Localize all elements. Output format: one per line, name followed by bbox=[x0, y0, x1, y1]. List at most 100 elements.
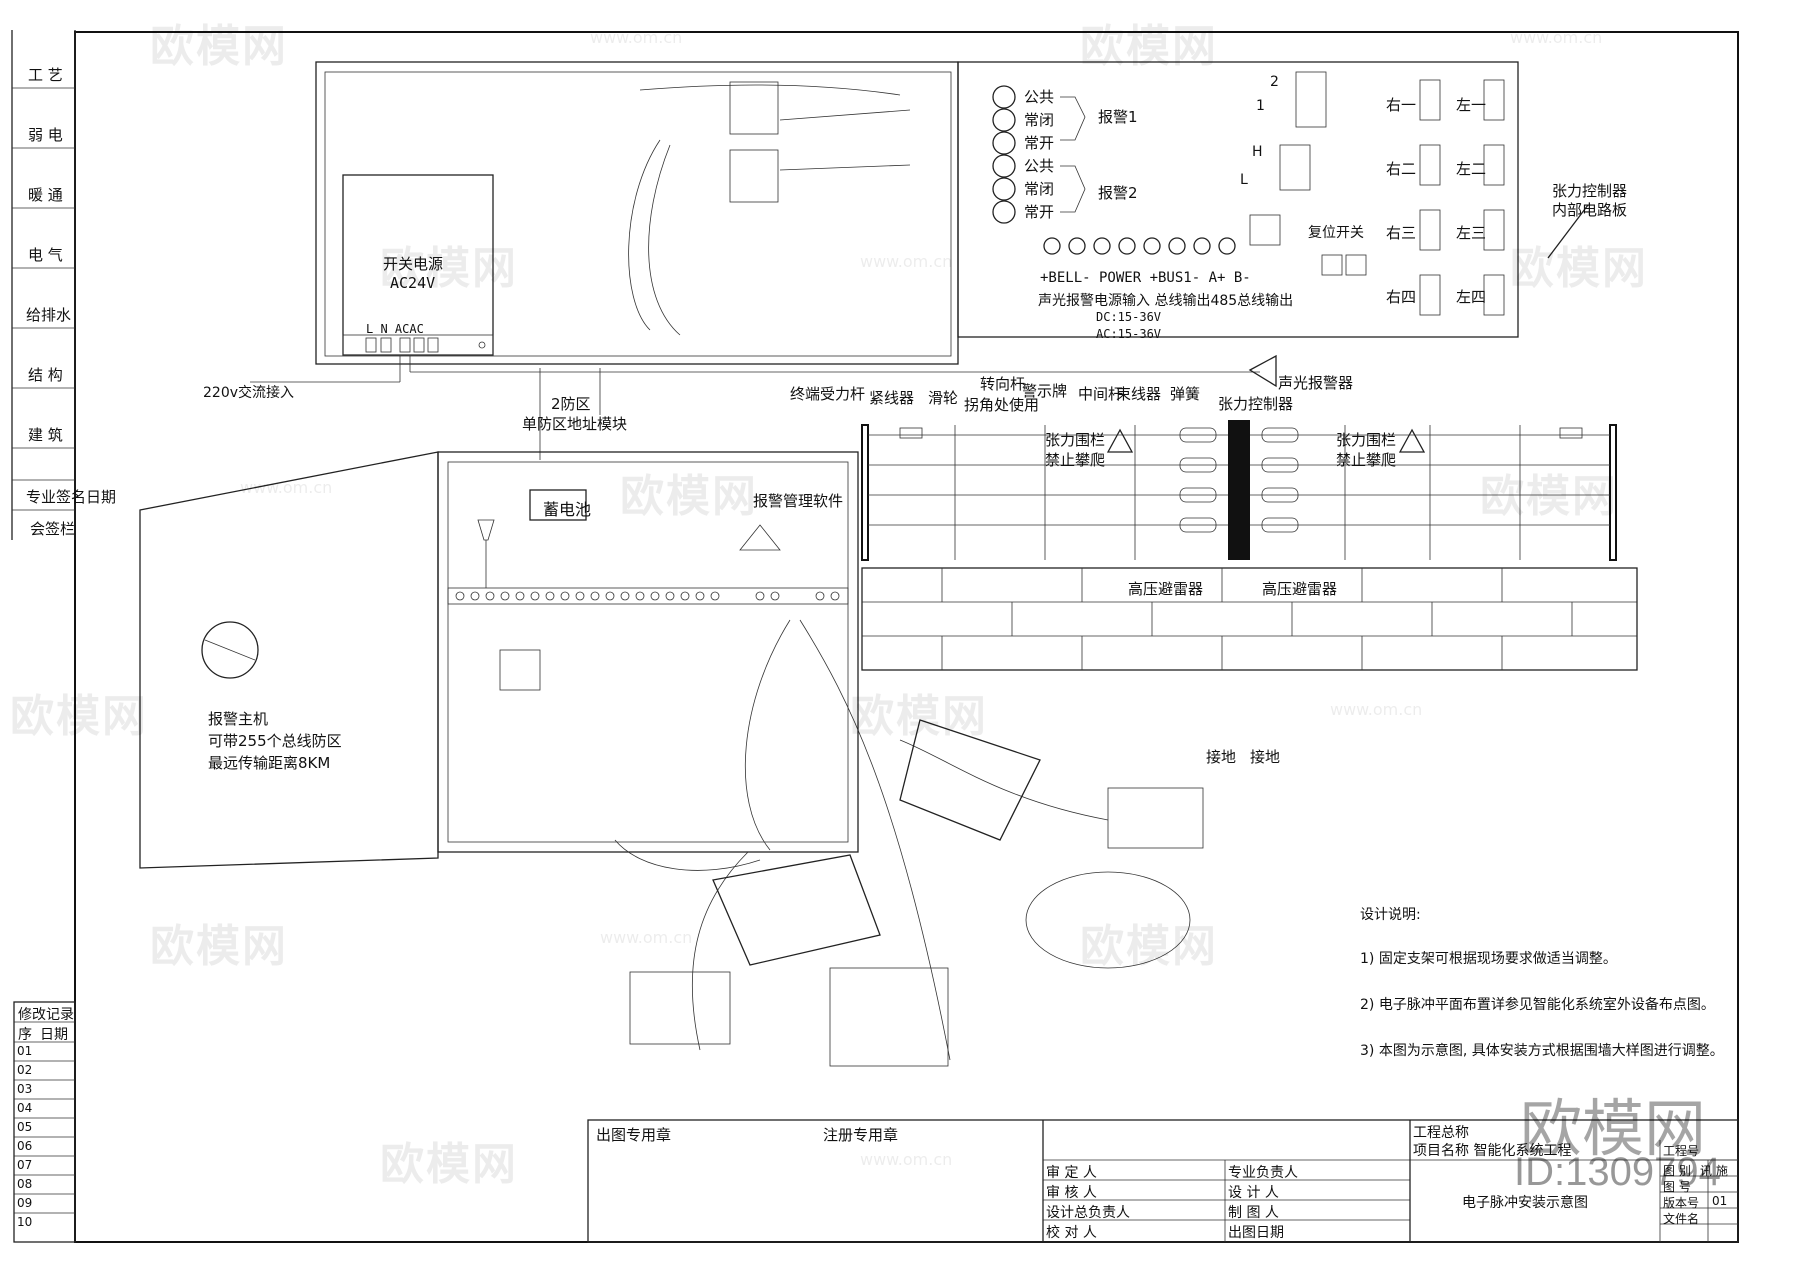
revision-row: 09 bbox=[17, 1196, 33, 1210]
terminal-no: 常开 bbox=[1024, 203, 1055, 221]
major-label: 专业签名日期 bbox=[26, 488, 117, 506]
end-pole-label: 终端受力杆 bbox=[790, 385, 866, 403]
role-drafter: 制 图 人 bbox=[1228, 1205, 1279, 1221]
file-name-label: 文件名 bbox=[1663, 1212, 1700, 1226]
board-dc-range: DC:15-36V bbox=[1096, 310, 1162, 324]
module-zone-label: 2防区 bbox=[551, 395, 591, 413]
right-channel-1: 右一 bbox=[1386, 96, 1417, 114]
watermark-brand: 欧模网 bbox=[380, 243, 518, 294]
jumper-1-label: 1 bbox=[1256, 98, 1265, 114]
watermark-brand-large: 欧模网 bbox=[1520, 1095, 1707, 1164]
left-channel-3: 左三 bbox=[1456, 224, 1487, 242]
watermark-brand: 欧模网 bbox=[380, 1139, 518, 1190]
role-issue-date: 出图日期 bbox=[1228, 1225, 1284, 1241]
watermark-brand: 欧模网 bbox=[1510, 243, 1648, 294]
discipline-label: 结 构 bbox=[28, 366, 63, 384]
countersign-label: 会签栏 bbox=[30, 520, 76, 538]
discipline-label: 电 气 bbox=[28, 246, 63, 264]
terminal-common: 公共 bbox=[1024, 88, 1055, 106]
ac-input-label: 220v交流接入 bbox=[203, 385, 295, 401]
alarm-host-desc: 报警主机 可带255个总线防区 最远传输距离8KM bbox=[208, 710, 342, 772]
spring-label: 弹簧 bbox=[1170, 385, 1201, 403]
discipline-label: 工 艺 bbox=[28, 66, 63, 84]
pulley-label: 滑轮 bbox=[928, 389, 959, 407]
design-notes-title: 设计说明: bbox=[1360, 907, 1421, 923]
role-chief-designer: 设计总负责人 bbox=[1046, 1205, 1130, 1221]
arrester-label: 高压避雷器 bbox=[1262, 580, 1338, 598]
switch-l-label: L bbox=[1240, 172, 1248, 188]
ground-label: 接地 bbox=[1250, 748, 1281, 766]
right-channel-3: 右三 bbox=[1386, 224, 1417, 242]
watermark-brand: 欧模网 bbox=[620, 471, 758, 522]
role-lead: 专业负责人 bbox=[1228, 1165, 1298, 1181]
revision-title: 修改记录 bbox=[18, 1007, 74, 1023]
module-name-label: 单防区地址模块 bbox=[522, 415, 628, 433]
stamp-output-label: 出图专用章 bbox=[596, 1126, 672, 1144]
revision-row: 07 bbox=[17, 1158, 33, 1172]
terminal-no: 常开 bbox=[1024, 134, 1055, 152]
board-bottom-terminals: +BELL- POWER +BUS1- A+ B- bbox=[1040, 270, 1251, 286]
watermark-brand: 欧模网 bbox=[1080, 21, 1218, 72]
right-channel-4: 右四 bbox=[1386, 288, 1417, 306]
drawing-type-label: 图 别 bbox=[1663, 1164, 1691, 1178]
role-proofread: 校 对 人 bbox=[1046, 1225, 1097, 1241]
watermark-url: www.om.cn bbox=[240, 478, 333, 497]
design-note: 1) 固定支架可根据现场要求做适当调整。 bbox=[1360, 951, 1617, 967]
project-number-label: 工程号 bbox=[1663, 1144, 1700, 1158]
tension-controller-label: 张力控制器 bbox=[1218, 395, 1294, 413]
left-channel-1: 左一 bbox=[1456, 96, 1487, 114]
watermark-brand: 欧模网 bbox=[1480, 471, 1618, 522]
terminal-common: 公共 bbox=[1024, 157, 1055, 175]
stamp-register-label: 注册专用章 bbox=[823, 1126, 899, 1144]
revision-row: 08 bbox=[17, 1177, 33, 1191]
left-channel-4: 左四 bbox=[1456, 288, 1487, 306]
version-value: 01 bbox=[1712, 1194, 1728, 1208]
power-supply-voltage: AC24V bbox=[390, 274, 436, 292]
watermark-url: www.om.cn bbox=[860, 252, 953, 271]
fence-sign-right: 张力围栏 禁止攀爬 bbox=[1336, 431, 1397, 469]
revision-row: 04 bbox=[17, 1101, 33, 1115]
watermark-url: www.om.cn bbox=[1330, 700, 1423, 719]
revision-row: 06 bbox=[17, 1139, 33, 1153]
power-supply-title: 开关电源 bbox=[383, 255, 444, 273]
revision-row: 01 bbox=[17, 1044, 33, 1058]
power-supply-terminals: L N ACAC bbox=[366, 322, 424, 336]
watermark-brand: 欧模网 bbox=[850, 691, 988, 742]
project-total-label: 工程总称 bbox=[1413, 1125, 1469, 1141]
revision-row: 10 bbox=[17, 1215, 33, 1229]
warning-sign-label: 警示牌 bbox=[1022, 382, 1068, 400]
board-ac-range: AC:15-36V bbox=[1096, 327, 1162, 341]
wire-clamp-label: 束线器 bbox=[1116, 385, 1162, 403]
ground-label: 接地 bbox=[1206, 748, 1237, 766]
project-name: 项目名称 智能化系统工程 bbox=[1413, 1143, 1572, 1159]
alarm-software-label: 报警管理软件 bbox=[753, 492, 844, 510]
version-label: 版本号 bbox=[1663, 1196, 1700, 1210]
watermark-url: www.om.cn bbox=[860, 1150, 953, 1169]
watermark-brand: 欧模网 bbox=[1080, 921, 1218, 972]
revision-seq-header: 序 bbox=[18, 1027, 32, 1043]
role-designer: 设 计 人 bbox=[1228, 1185, 1279, 1201]
corner-use-label: 拐角处使用 bbox=[964, 396, 1040, 414]
arrester-label: 高压避雷器 bbox=[1128, 580, 1204, 598]
watermark-id: ID:1309794 bbox=[1514, 1150, 1721, 1194]
discipline-label: 给排水 bbox=[26, 306, 72, 324]
watermark-brand: 欧模网 bbox=[150, 21, 288, 72]
role-review: 审 核 人 bbox=[1046, 1185, 1097, 1201]
battery-label: 蓄电池 bbox=[543, 500, 592, 519]
alarm2-label: 报警2 bbox=[1098, 184, 1138, 202]
tensioner-label: 紧线器 bbox=[869, 389, 915, 407]
mid-pole-label: 中间杆 bbox=[1078, 385, 1124, 403]
revision-row: 03 bbox=[17, 1082, 33, 1096]
watermark-url: www.om.cn bbox=[600, 928, 693, 947]
terminal-nc: 常闭 bbox=[1024, 111, 1055, 129]
discipline-label: 建 筑 bbox=[28, 426, 63, 444]
drawing-type-value: 讯 施 bbox=[1700, 1164, 1728, 1178]
discipline-label: 暖 通 bbox=[28, 186, 63, 204]
watermark-brand: 欧模网 bbox=[150, 921, 288, 972]
watermark-brand: 欧模网 bbox=[10, 691, 148, 742]
turn-pole-label: 转向杆 bbox=[980, 375, 1026, 393]
fence-sign-left: 张力围栏 禁止攀爬 bbox=[1045, 431, 1106, 469]
revision-date-header: 日期 bbox=[40, 1027, 68, 1043]
alarm1-label: 报警1 bbox=[1098, 108, 1138, 126]
